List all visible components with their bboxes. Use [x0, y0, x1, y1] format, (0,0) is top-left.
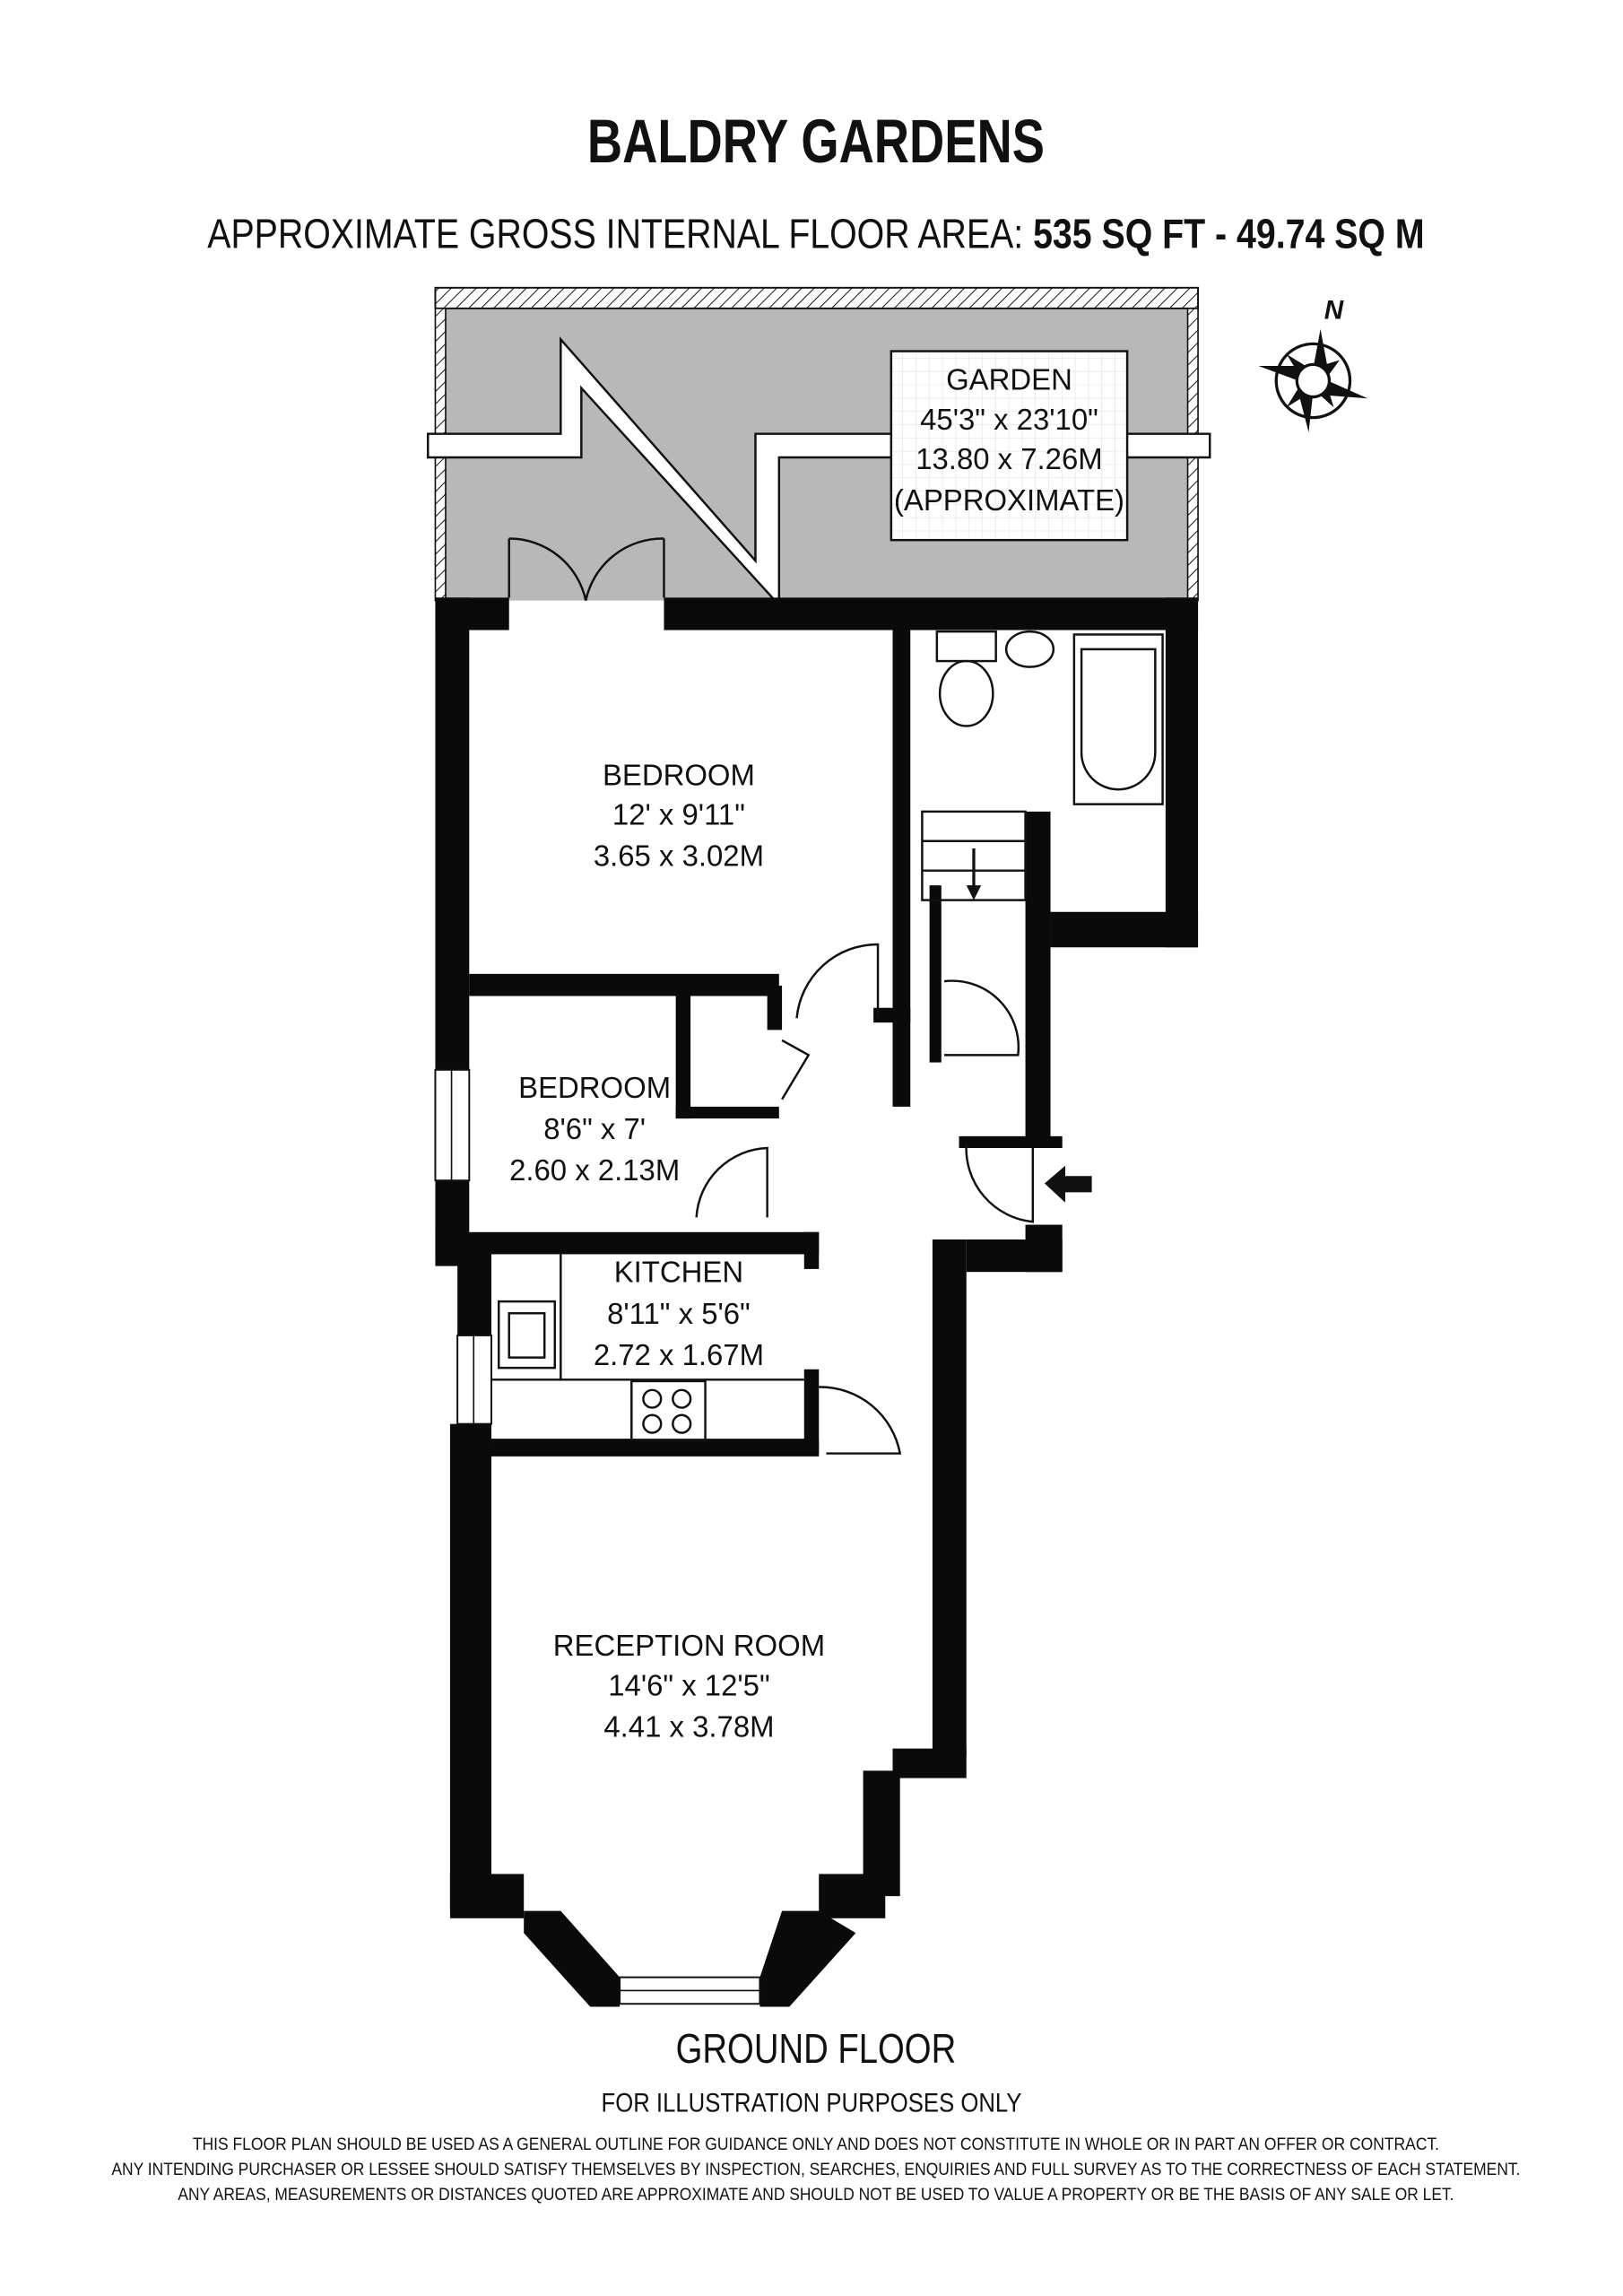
reception-metric: 4.41 x 3.78M	[603, 1709, 774, 1743]
illustration-note: FOR ILLUSTRATION PURPOSES ONLY	[602, 2088, 1022, 2118]
kitchen-metric: 2.72 x 1.67M	[594, 1338, 764, 1371]
bedroom1-metric: 3.65 x 3.02M	[594, 839, 764, 873]
kitchen-imperial: 8'11" x 5'6"	[607, 1297, 751, 1330]
garden-label-box	[890, 350, 1129, 542]
bedroom2-imperial: 8'6" x 7'	[543, 1112, 646, 1145]
bedroom2-name: BEDROOM	[518, 1071, 671, 1104]
floor-area: APPROXIMATE GROSS INTERNAL FLOOR AREA: 5…	[207, 210, 1424, 257]
floor-area-separator: -	[1215, 210, 1227, 257]
compass-north-label: N	[1324, 295, 1344, 325]
walls	[434, 597, 1199, 2007]
disclaimer-line-1: THIS FLOOR PLAN SHOULD BE USED AS A GENE…	[193, 2135, 1439, 2154]
bedroom2-metric: 2.60 x 2.13M	[509, 1153, 680, 1187]
floor-area-sqm: 49.74 SQ M	[1237, 210, 1425, 257]
floor-area-sqft: 535 SQ FT	[1033, 210, 1205, 257]
garden-metric: 13.80 x 7.26M	[916, 442, 1102, 475]
disclaimer-line-3: ANY AREAS, MEASUREMENTS OR DISTANCES QUO…	[178, 2185, 1454, 2205]
page-title: BALDRY GARDENS	[587, 106, 1045, 176]
compass-rose-icon: N	[1258, 295, 1368, 433]
floor-label: GROUND FLOOR	[676, 2025, 957, 2072]
garden-note: (APPROXIMATE)	[894, 483, 1124, 517]
reception-imperial: 14'6" x 12'5"	[608, 1668, 769, 1701]
bedroom1-name: BEDROOM	[603, 758, 755, 791]
reception-name: RECEPTION ROOM	[553, 1629, 825, 1662]
garden: GARDEN 45'3" x 23'10" 13.80 x 7.26M (APP…	[427, 286, 1211, 608]
doors-and-fixtures	[490, 537, 1164, 1455]
floor-area-label: APPROXIMATE GROSS INTERNAL FLOOR AREA:	[207, 210, 1023, 257]
garden-imperial: 45'3" x 23'10"	[920, 403, 1098, 436]
bedroom1-imperial: 12' x 9'11"	[612, 798, 745, 831]
entrance-arrow-icon	[1044, 1165, 1092, 1203]
kitchen-name: KITCHEN	[614, 1256, 743, 1289]
garden-name: GARDEN	[946, 362, 1072, 396]
disclaimer-line-2: ANY INTENDING PURCHASER OR LESSEE SHOULD…	[111, 2160, 1520, 2179]
